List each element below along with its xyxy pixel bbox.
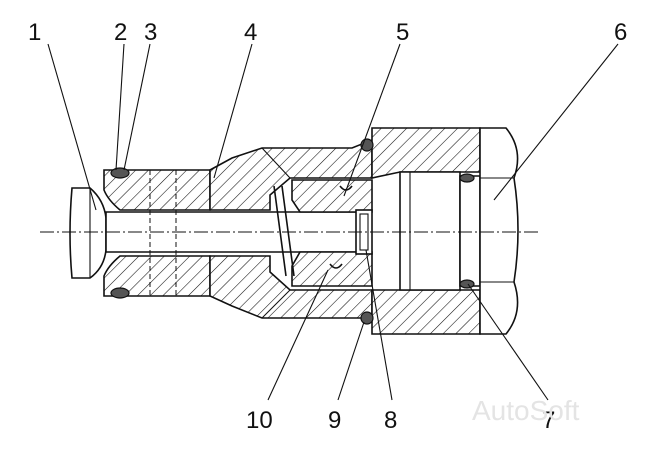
callout-8: 8	[384, 407, 397, 434]
callout-9: 9	[328, 407, 341, 434]
end-cap-nut	[371, 127, 519, 335]
callout-7: 7	[542, 407, 555, 434]
spring-seat	[291, 179, 373, 287]
callout-3: 3	[144, 19, 157, 46]
callout-labels: 1 2 3 4 5 6 7 8 9 10	[28, 19, 627, 434]
leader-lines	[47, 43, 619, 401]
plunger-head	[69, 187, 107, 279]
callout-6: 6	[614, 19, 627, 46]
callout-5: 5	[396, 19, 409, 46]
callout-2: 2	[114, 19, 127, 46]
guide-sleeve	[103, 169, 211, 297]
callout-4: 4	[244, 19, 257, 46]
watermark: AutoSoft	[472, 395, 580, 426]
spring-coils	[273, 185, 353, 277]
callout-10: 10	[246, 407, 273, 434]
callout-1: 1	[28, 19, 41, 46]
